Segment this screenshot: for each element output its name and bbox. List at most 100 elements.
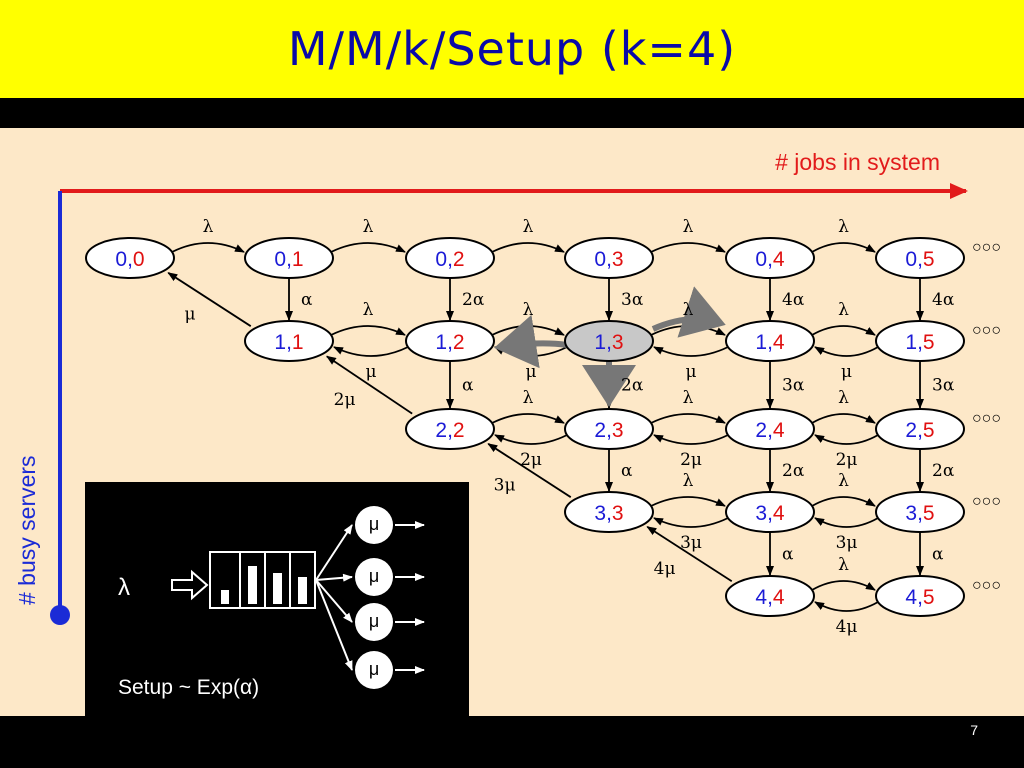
state-ellipse — [875, 491, 965, 533]
jobs-count: 4 — [773, 419, 785, 442]
jobs-count: 3 — [612, 419, 624, 442]
jobs-count: 5 — [923, 331, 935, 354]
state-ellipse — [564, 237, 654, 279]
state-ellipse — [85, 237, 175, 279]
servers-count: 2, — [905, 419, 923, 442]
jobs-count: 4 — [773, 331, 785, 354]
transition-rate-s01-s11: α — [301, 290, 313, 310]
server-circle — [355, 651, 393, 689]
state-ellipse — [405, 320, 495, 362]
servers-count: 0, — [274, 248, 292, 271]
state-ellipse — [564, 320, 654, 362]
transition-rate-s35-s34: 3μ — [836, 533, 858, 553]
dispatch-arrow — [315, 524, 353, 581]
transition-rate-s12-s13: λ — [523, 300, 534, 320]
transition-s22-s23 — [491, 413, 565, 424]
state-ellipse — [564, 491, 654, 533]
continuation-dots: ○○○ — [972, 410, 1001, 427]
state-ellipse — [725, 575, 815, 617]
transition-rate-s44-s45: λ — [838, 555, 849, 575]
jobs-count: 5 — [923, 248, 935, 271]
transition-rate-s22-s11: 2μ — [334, 390, 356, 410]
jobs-count: 4 — [773, 248, 785, 271]
state-0-0: 0,0 — [85, 237, 175, 279]
jobs-count: 2 — [453, 331, 465, 354]
jobs-count: 4 — [773, 502, 785, 525]
transition-s34-s35 — [811, 496, 876, 507]
transition-rate-s05-s15: 4α — [932, 290, 955, 310]
servers-count: 0, — [115, 248, 133, 271]
server-rate: μ — [369, 566, 379, 586]
jobs-count: 3 — [612, 248, 624, 271]
title-bar: M/M/k/Setup (k=4) — [0, 0, 1024, 98]
state-2-4: 2,4 — [725, 408, 815, 450]
state-0-4: 0,4 — [725, 237, 815, 279]
transition-rate-s34-s44: α — [782, 545, 794, 565]
state-0-5: 0,5 — [875, 237, 965, 279]
highlight-departure-arrow — [494, 314, 568, 369]
transition-rate-s23-s24: λ — [683, 388, 694, 408]
dispatch-arrow — [315, 579, 353, 671]
jobs-axis-label: # jobs in system — [775, 149, 940, 175]
transition-rate-s25-s35: 2α — [932, 461, 955, 481]
state-label: 0,1 — [274, 248, 303, 271]
server-circle — [355, 603, 393, 641]
state-0-2: 0,2 — [405, 237, 495, 279]
state-ellipse — [244, 237, 334, 279]
highlighted-outflow-arrows — [494, 286, 726, 407]
servers-count: 3, — [905, 502, 923, 525]
transition-rate-s12-s11: μ — [365, 362, 376, 382]
state-ellipse — [725, 320, 815, 362]
servers-count: 2, — [594, 419, 612, 442]
servers-count: 0, — [905, 248, 923, 271]
transition-rate-s22-s23: λ — [523, 388, 534, 408]
transition-s44-s33 — [646, 526, 733, 582]
server-circle — [355, 558, 393, 596]
state-label: 0,3 — [594, 248, 623, 271]
transition-s00-s01 — [171, 242, 245, 253]
transition-rate-s13-s12: μ — [525, 362, 536, 382]
transition-rate-s13-s14: λ — [683, 300, 694, 320]
state-label: 2,3 — [594, 419, 623, 442]
slide-title: M/M/k/Setup (k=4) — [287, 22, 737, 76]
transition-s23-s24 — [650, 413, 726, 424]
setup-caption: Setup ~ Exp(α) — [118, 676, 259, 699]
jobs-count: 1 — [292, 248, 304, 271]
servers-count: 4, — [755, 586, 773, 609]
state-label: 3,3 — [594, 502, 623, 525]
jobs-count: 5 — [923, 502, 935, 525]
state-ellipse — [405, 237, 495, 279]
servers-count: 3, — [755, 502, 773, 525]
transition-s33-s22 — [487, 443, 572, 498]
transition-rate-s01-s02: λ — [363, 217, 374, 237]
transition-rate-s35-s45: α — [932, 545, 944, 565]
state-ellipse — [725, 237, 815, 279]
arrival-hollow-arrow — [171, 569, 209, 601]
transition-rate-s14-s24: 3α — [782, 376, 805, 396]
state-2-5: 2,5 — [875, 408, 965, 450]
transition-rate-s12-s22: α — [462, 376, 474, 396]
servers-count: 1, — [755, 331, 773, 354]
state-label: 0,2 — [435, 248, 464, 271]
transition-s23-s22 — [494, 434, 568, 445]
arrival-rate-symbol: λ — [118, 574, 130, 601]
dispatch-arrow — [315, 573, 353, 582]
transition-rate-s14-s15: λ — [838, 300, 849, 320]
state-label: 0,0 — [115, 248, 144, 271]
transition-rate-s24-s34: 2α — [782, 461, 805, 481]
state-2-3: 2,3 — [564, 408, 654, 450]
transition-rate-s34-s33: 3μ — [680, 533, 702, 553]
servers-count: 1, — [435, 331, 453, 354]
server-rate: μ — [369, 514, 379, 534]
transition-s14-s13 — [653, 346, 729, 357]
transition-rate-s14-s13: μ — [685, 362, 696, 382]
transition-s34-s33 — [653, 517, 729, 528]
transition-rate-s11-s00: μ — [184, 305, 195, 325]
transition-rate-s24-s25: λ — [838, 388, 849, 408]
highlight-arrival-arrow — [651, 286, 726, 338]
servers-count: 1, — [594, 331, 612, 354]
servers-count: 1, — [905, 331, 923, 354]
jobs-count: 3 — [612, 331, 624, 354]
state-ellipse — [244, 320, 334, 362]
